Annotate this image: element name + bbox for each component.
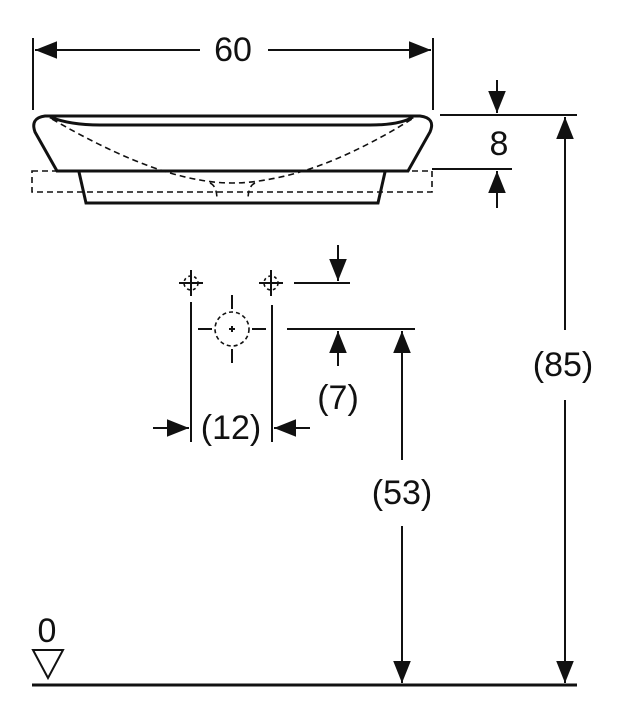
drain-height-dimension: (53)	[372, 331, 432, 683]
tap-hole-left	[179, 270, 203, 296]
floor-level-label: 0	[38, 612, 57, 650]
basin-side-view	[31, 114, 434, 205]
width-label: 60	[214, 31, 252, 69]
rim-height-dimension: 8	[432, 80, 577, 208]
total-height-dimension: (85)	[533, 117, 593, 683]
hole-spacing-dimension: (12)	[153, 302, 310, 447]
drain-height-label: (53)	[372, 474, 432, 512]
width-dimension: 60	[32, 31, 434, 110]
hole-offset-dimension: (7)	[287, 245, 415, 417]
tap-hole-right	[259, 270, 283, 296]
hole-spacing-label: (12)	[201, 409, 261, 447]
hole-offset-label: (7)	[317, 379, 359, 417]
floor-level: 0	[31, 612, 577, 687]
waste-outlet	[198, 295, 266, 363]
total-height-label: (85)	[533, 346, 593, 384]
rim-height-label: 8	[490, 125, 509, 163]
